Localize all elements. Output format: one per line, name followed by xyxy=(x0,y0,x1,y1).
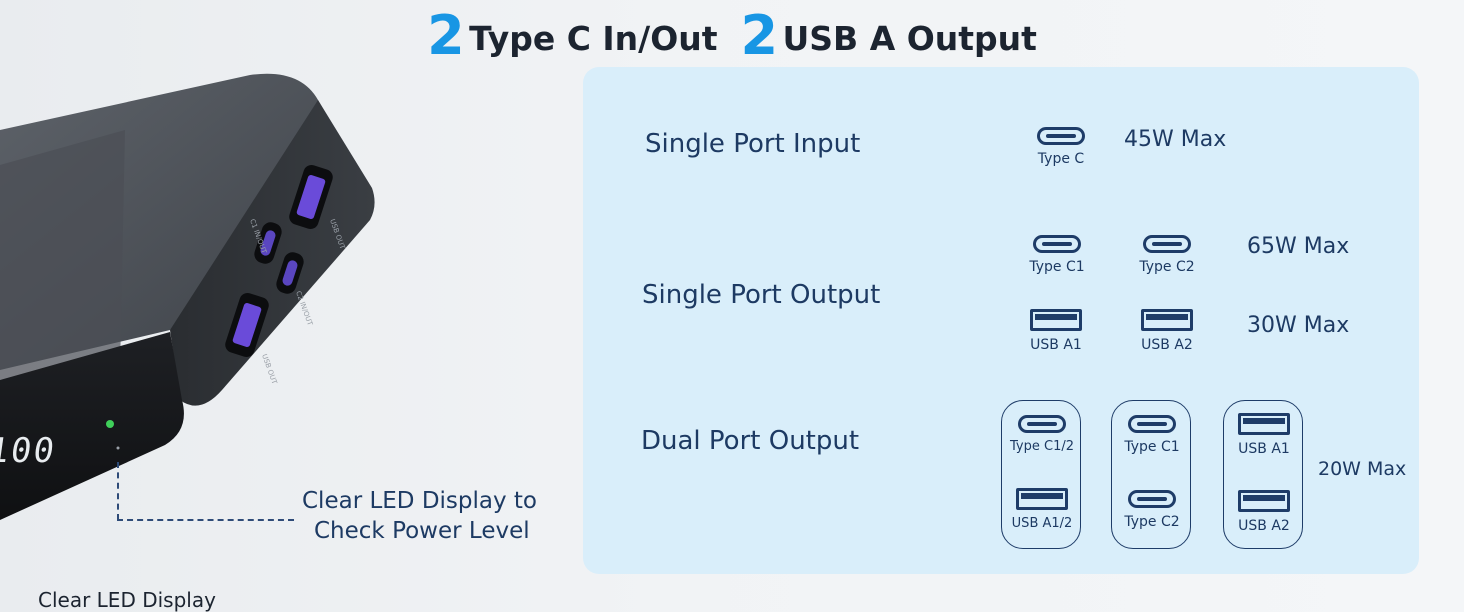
port-label: USB A1/2 xyxy=(1011,516,1073,531)
usb-a-icon xyxy=(1238,490,1290,512)
type-c-heading: Type C In/Out xyxy=(469,19,718,58)
port-label: Type C1 xyxy=(1124,439,1180,455)
port-label: Type C2 xyxy=(1139,259,1195,275)
usb-c-icon xyxy=(1128,490,1176,508)
callout-line-2: Check Power Level xyxy=(314,518,530,544)
dual-group-1-top-port: Type C1/2 xyxy=(1002,415,1082,454)
type-c-count: 2 xyxy=(427,4,465,67)
port-label: USB A1 xyxy=(1030,337,1082,353)
dual-group-3-bottom-port: USB A2 xyxy=(1224,490,1304,534)
headline: 2 Type C In/Out 2 USB A Output xyxy=(0,0,1464,67)
usb-a-output-watt: 30W Max xyxy=(1247,313,1350,338)
led-indicator-icon xyxy=(106,420,114,428)
led-display: 100 xyxy=(0,431,59,471)
port-label: USB A2 xyxy=(1141,337,1193,353)
dual-output-label: Dual Port Output xyxy=(641,426,860,456)
port-label: USB A1 xyxy=(1238,441,1290,457)
input-watt: 45W Max xyxy=(1124,127,1227,152)
usb-a-icon xyxy=(1016,488,1068,510)
usb-a-heading: USB A Output xyxy=(782,19,1037,58)
dual-group-1-bottom-port: USB A1/2 xyxy=(1002,488,1082,531)
usb-c-icon xyxy=(1037,127,1085,145)
usb-a-icon xyxy=(1030,309,1082,331)
dual-output-watt: 20W Max xyxy=(1318,458,1407,480)
output-usb-a1-port: USB A1 xyxy=(1006,309,1106,353)
single-input-label: Single Port Input xyxy=(645,129,861,159)
dual-group-2-bottom-port: Type C2 xyxy=(1112,490,1192,530)
output-usb-a2-port: USB A2 xyxy=(1117,309,1217,353)
output-type-c2-port: Type C2 xyxy=(1117,235,1217,275)
port-label-usb-bottom: USB OUT xyxy=(260,353,279,386)
usb-a-count: 2 xyxy=(740,4,779,67)
usb-a-icon xyxy=(1141,309,1193,331)
output-type-c1-port: Type C1 xyxy=(1007,235,1107,275)
bottom-caption: Clear LED Display xyxy=(38,588,216,612)
led-callout: Clear LED Display to Check Power Level xyxy=(302,486,537,546)
dual-group-3: USB A1 USB A2 xyxy=(1223,400,1303,549)
port-label: Type C1 xyxy=(1029,259,1085,275)
input-type-c-port: Type C xyxy=(1011,127,1111,167)
dual-group-3-top-port: USB A1 xyxy=(1224,413,1304,457)
dual-group-1: Type C1/2 USB A1/2 xyxy=(1001,400,1081,549)
port-label: Type C2 xyxy=(1124,514,1180,530)
single-output-label: Single Port Output xyxy=(642,280,881,310)
callout-leader-vertical xyxy=(117,462,119,520)
callout-leader-horizontal xyxy=(117,519,294,521)
usb-c-icon xyxy=(1128,415,1176,433)
dual-group-2: Type C1 Type C2 xyxy=(1111,400,1191,549)
port-label: Type C1/2 xyxy=(1010,439,1074,454)
power-bank-image: C1 IN/OUT USB OUT C2 IN/OUT USB OUT 100 xyxy=(0,73,375,520)
usb-c-icon xyxy=(1018,415,1066,433)
port-spec-panel: Single Port Input Type C 45W Max Single … xyxy=(583,67,1419,574)
dual-group-2-top-port: Type C1 xyxy=(1112,415,1192,455)
callout-line-1: Clear LED Display to xyxy=(302,488,538,514)
port-label: USB A2 xyxy=(1238,518,1290,534)
type-c-output-watt: 65W Max xyxy=(1247,234,1350,259)
usb-c-icon xyxy=(1033,235,1081,253)
port-label: Type C xyxy=(1037,151,1085,167)
usb-a-icon xyxy=(1238,413,1290,435)
port-label-c2: C2 IN/OUT xyxy=(294,290,314,327)
usb-c-icon xyxy=(1143,235,1191,253)
